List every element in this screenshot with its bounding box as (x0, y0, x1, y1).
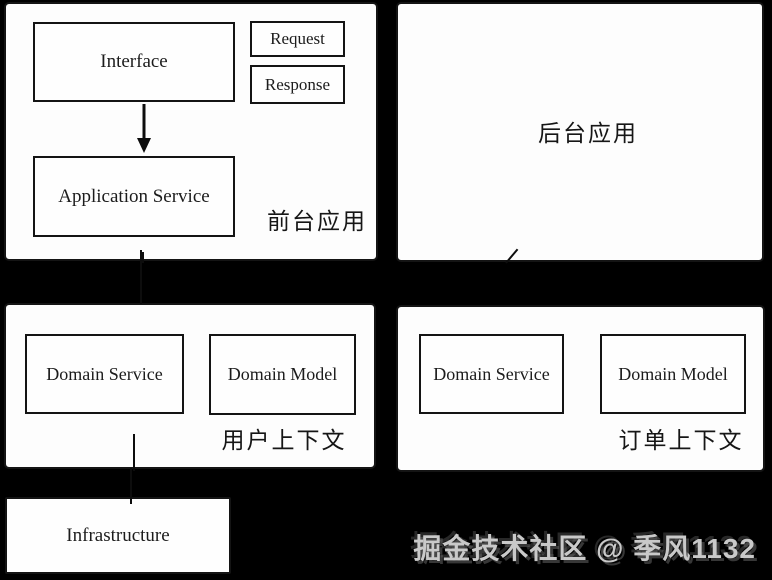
backend-app-label: 后台应用 (538, 120, 638, 146)
order-domain-service-label: Domain Service (433, 363, 550, 384)
frontend-app-label: 前台应用 (267, 208, 367, 234)
connector-usercontext-to-infrastructure (130, 468, 132, 504)
interface-box: Interface (33, 22, 235, 102)
user-domain-model-box: Domain Model (209, 334, 356, 415)
user-domain-service-box: Domain Service (25, 334, 184, 414)
application-service-box-label: Application Service (58, 185, 210, 207)
user-context-label: 用户上下文 (221, 427, 347, 453)
order-domain-model-label: Domain Model (618, 363, 728, 384)
response-box-label: Response (264, 74, 331, 94)
user-context-panel: Domain Service Domain Model 用户上下文 (4, 303, 376, 471)
infrastructure-box-label: Infrastructure (66, 524, 170, 546)
connector-frontend-tick (142, 252, 144, 263)
order-context-panel: Domain Service Domain Model 订单上下文 (396, 305, 765, 472)
infrastructure-box: Infrastructure (5, 497, 231, 574)
frontend-app-panel: Interface Request Response Application S… (4, 2, 378, 263)
request-box-label: Request (270, 29, 325, 48)
order-context-label: 订单上下文 (618, 427, 744, 453)
order-domain-model-box: Domain Model (600, 334, 746, 414)
request-box: Request (250, 21, 345, 57)
connector-frontend-to-usercontext (140, 250, 142, 304)
backend-app-panel: 后台应用 (396, 2, 764, 262)
response-box: Response (250, 65, 345, 104)
arrow-down-icon (137, 104, 151, 153)
application-service-box: Application Service (33, 156, 235, 237)
user-domain-model-label: Domain Model (227, 364, 338, 384)
interface-box-label: Interface (100, 51, 168, 72)
order-domain-service-box: Domain Service (419, 334, 564, 414)
watermark-text: 掘金技术社区 @ 季风1132 (413, 533, 756, 564)
user-domain-service-label: Domain Service (46, 363, 163, 384)
connector-domain-service-down (133, 434, 135, 471)
